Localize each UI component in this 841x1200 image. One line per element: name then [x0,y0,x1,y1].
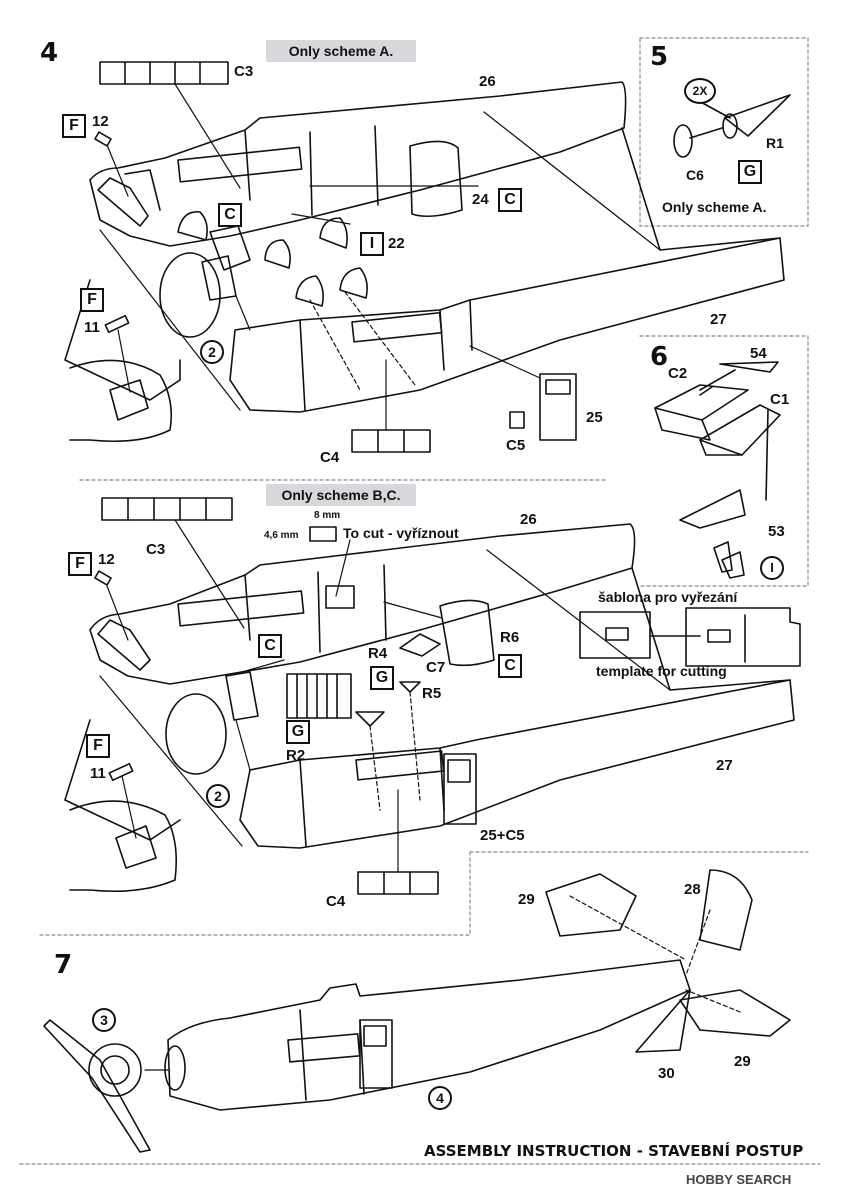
template-drawing [579,607,801,667]
watermark: HOBBY SEARCH [686,1172,792,1187]
subassembly-1-marker: I [760,556,784,580]
subassembly-2-marker: 2 [206,784,230,808]
part-r5-label: R5 [422,685,442,702]
cut-height-dimension: 4,6 mm [264,530,299,541]
part-c6-label: C6 [686,167,704,183]
part-54-label: 54 [750,345,767,362]
subassembly-3-marker: 3 [92,1008,116,1032]
part-c4-label: C4 [326,893,346,910]
part-26-label: 26 [520,511,537,528]
part-r4-label: R4 [368,645,388,662]
footer-title: ASSEMBLY INSTRUCTION - STAVEBNÍ POSTUP [424,1142,804,1160]
color-box-g: G [286,720,310,744]
color-box-f: F [80,288,104,312]
part-11-label: 11 [84,319,100,336]
step-6-number: 6 [650,342,669,372]
color-box-g: G [370,666,394,690]
step5-scheme-note: Only scheme A. [662,199,767,215]
part-r2-label: R2 [286,747,306,764]
step6-drawing [654,361,781,579]
part-c3-label: C3 [146,541,166,558]
color-box-c: C [218,203,242,227]
template-caption: template for cutting [596,663,727,679]
part-24-label: 24 [472,191,489,208]
part-27-label: 27 [716,757,733,774]
subassembly-4-marker: 4 [428,1086,452,1110]
part-11-label: 11 [90,765,106,782]
panel-dividers [19,37,821,1165]
scheme-a-banner: Only scheme A. [266,40,416,62]
color-box-c: C [498,654,522,678]
part-r6-label: R6 [500,629,520,646]
part-c1-label: C1 [770,391,790,408]
color-box-f: F [68,552,92,576]
part-12-label: 12 [92,113,109,130]
step4b-fuselage [64,497,795,895]
part-26-label: 26 [479,73,496,90]
part-c4-label: C4 [320,449,340,466]
step-7-number: 7 [54,950,73,980]
part-c3-label: C3 [234,63,254,80]
part-c7-label: C7 [426,659,446,676]
step4-fuselage [64,61,785,453]
color-box-f: F [62,114,86,138]
step7-drawing [43,869,791,1153]
part-12-label: 12 [98,551,115,568]
part-r1-label: R1 [766,135,784,151]
step-4-number: 4 [40,38,59,68]
part-29-label: 29 [518,891,535,908]
part-28-label: 28 [684,881,701,898]
step5-drawing [673,94,791,158]
part-53-label: 53 [768,523,785,540]
cut-width-dimension: 8 mm [314,510,341,521]
scheme-bc-banner: Only scheme B,C. [266,484,416,506]
subassembly-2-marker: 2 [200,340,224,364]
part-27-label: 27 [710,311,727,328]
part-29-label: 29 [734,1053,751,1070]
color-box-g: G [738,160,762,184]
part-c5-label: C5 [506,437,526,454]
part-22-label: 22 [388,235,405,252]
color-box-f: F [86,734,110,758]
part-c2-label: C2 [668,365,688,382]
template-title: šablona pro vyřezání [598,589,738,605]
part-30-label: 30 [658,1065,675,1082]
color-box-c: C [498,188,522,212]
part-25-c5-label: 25+C5 [480,827,525,844]
quantity-2x-marker: 2X [684,78,716,104]
color-box-i: I [360,232,384,256]
cut-instruction: To cut - vyříznout [343,525,459,541]
color-box-c: C [258,634,282,658]
part-25-label: 25 [586,409,603,426]
step-5-number: 5 [650,42,669,72]
